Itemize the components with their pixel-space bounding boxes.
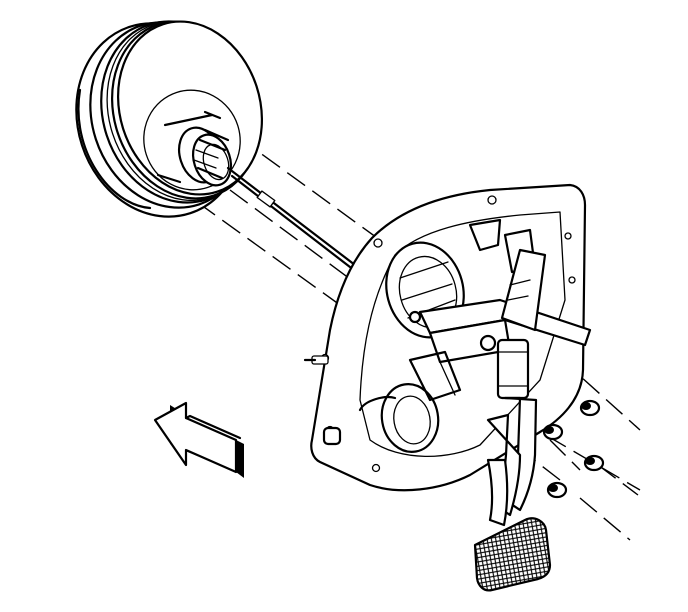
- mounting-nut-3: [583, 454, 605, 472]
- mounting-nut-4: [546, 481, 568, 499]
- brake-pedal: [486, 396, 538, 527]
- direction-arrow-icon: [153, 401, 244, 478]
- pedal-pad: [473, 517, 552, 592]
- booster-pushrod: [156, 110, 374, 286]
- firewall-studs: [303, 355, 342, 446]
- mounting-nut-2: [542, 423, 564, 441]
- mounting-nuts: [542, 399, 605, 499]
- mounting-nut-1: [579, 399, 601, 417]
- brake-pedal-bracket: [408, 248, 592, 402]
- brake-booster: [75, 20, 264, 218]
